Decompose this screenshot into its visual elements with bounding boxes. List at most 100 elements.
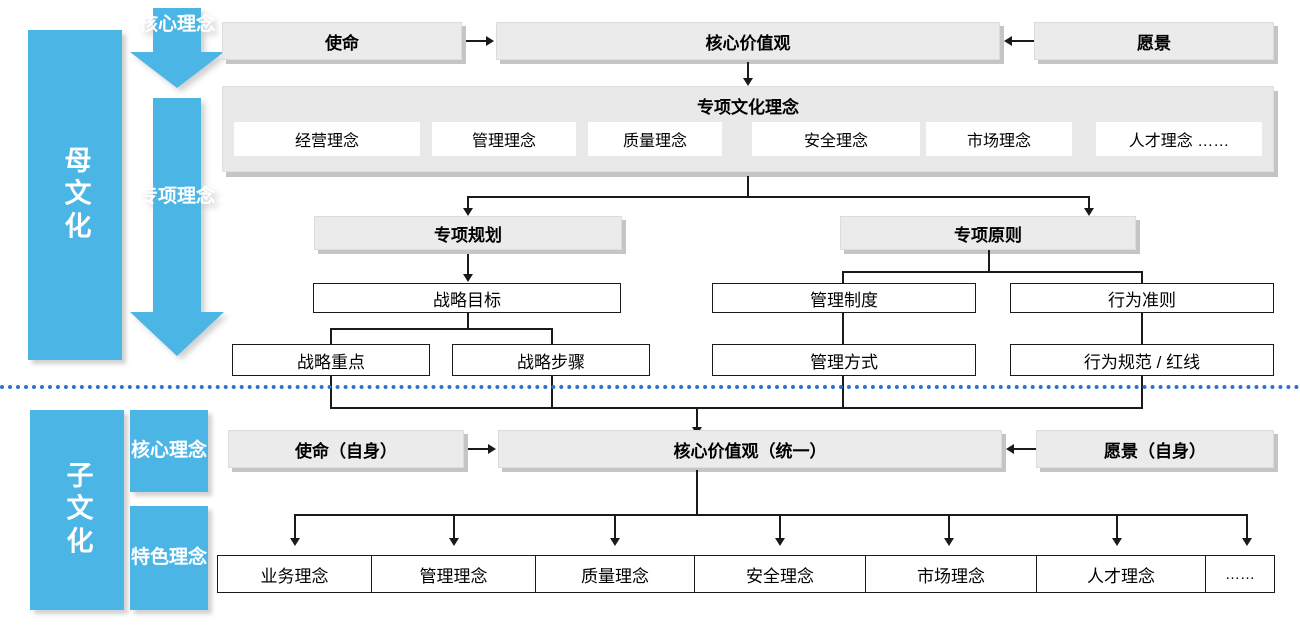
parent-mission-box[interactable]: 使命 — [222, 22, 462, 60]
principle-fork-left-drop — [842, 271, 844, 283]
sub-drop-3 — [779, 514, 781, 540]
behavior-guideline-box[interactable]: 行为准则 — [1010, 283, 1274, 313]
sub-item-3[interactable]: 安全理念 — [694, 555, 866, 593]
bridge-left-up — [330, 376, 332, 408]
arrow-left-icon — [1006, 444, 1014, 454]
sub-culture-band-label: 子文化 — [62, 460, 93, 560]
parent-culture-band: 母文化 — [28, 30, 122, 360]
special-item-1-label: 管理理念 — [471, 133, 536, 150]
sub-item-5[interactable]: 人才理念 — [1036, 555, 1206, 593]
special-item-3[interactable]: 安全理念 — [752, 122, 920, 156]
arrow-down-icon — [463, 208, 473, 216]
arrow-down-icon — [1084, 208, 1094, 216]
special-item-5[interactable]: 人才理念 …… — [1096, 122, 1262, 156]
sub-mission-box[interactable]: 使命（自身） — [228, 430, 464, 468]
arrow-right-icon — [486, 36, 494, 46]
parent-vision-box[interactable]: 愿景 — [1034, 22, 1274, 60]
sub-item-2-label: 质量理念 — [581, 566, 649, 586]
parent-core-values-box[interactable]: 核心价值观 — [496, 22, 1000, 60]
sub-culture-band: 子文化 — [30, 410, 124, 610]
special-item-1[interactable]: 管理理念 — [432, 122, 576, 156]
behavior-norm-label: 行为规范 / 红线 — [1083, 352, 1201, 372]
special-item-5-label: 人才理念 …… — [1128, 133, 1230, 150]
sub-feature-concept-chip: 特色理念 — [130, 506, 208, 610]
strategy-steps-label: 战略步骤 — [517, 352, 585, 372]
arrow-down-icon — [743, 78, 753, 86]
strategy-steps-box[interactable]: 战略步骤 — [452, 344, 650, 376]
core-concept-arrow-label: 核心理念 — [138, 14, 215, 35]
sub-item-6[interactable]: …… — [1205, 555, 1275, 593]
sub-core-concept-label: 核心理念 — [130, 440, 207, 462]
strategy-goal-box[interactable]: 战略目标 — [313, 283, 621, 313]
sub-item-4[interactable]: 市场理念 — [865, 555, 1037, 593]
sub-drop-6 — [1246, 514, 1248, 540]
principle-fork-right-drop — [1141, 271, 1143, 283]
arrow-down-icon — [449, 538, 459, 546]
sub-fork-stem — [696, 470, 698, 515]
behavior-norm-box[interactable]: 行为规范 / 红线 — [1010, 344, 1274, 376]
management-method-box[interactable]: 管理方式 — [712, 344, 976, 376]
core-to-special-line — [747, 62, 749, 80]
sub-fork-bar — [294, 514, 1246, 516]
arrow-down-icon — [463, 274, 473, 282]
special-item-2[interactable]: 质量理念 — [588, 122, 722, 156]
sub-item-0[interactable]: 业务理念 — [217, 555, 372, 593]
special-item-0[interactable]: 经营理念 — [234, 122, 420, 156]
management-system-label: 管理制度 — [810, 290, 878, 310]
special-item-4[interactable]: 市场理念 — [926, 122, 1072, 156]
sub-drop-4 — [948, 514, 950, 540]
parent-core-values-label: 核心价值观 — [705, 33, 791, 53]
sub-core-values-box[interactable]: 核心价值观（统一） — [498, 430, 1002, 468]
special-planning-box[interactable]: 专项规划 — [314, 216, 622, 250]
special-principle-label: 专项原则 — [954, 225, 1022, 245]
bridge-bar — [330, 407, 1143, 409]
special-concept-arrow-label: 专项理念 — [138, 186, 215, 207]
special-culture-title: 专项文化理念 — [697, 98, 799, 117]
arrow-down-icon — [610, 538, 620, 546]
management-system-drop — [842, 313, 844, 344]
core-concept-arrow: 核心理念 — [130, 8, 224, 88]
special-concept-arrow: 专项理念 — [130, 98, 224, 356]
sub-drop-0 — [294, 514, 296, 540]
arrow-down-icon — [130, 8, 224, 88]
behavior-guideline-label: 行为准则 — [1108, 290, 1176, 310]
arrow-left-icon — [1004, 36, 1012, 46]
arrow-down-icon — [775, 538, 785, 546]
goal-fork-right-drop — [551, 328, 553, 344]
culture-divider — [0, 385, 1300, 389]
sub-drop-1 — [453, 514, 455, 540]
sub-core-concept-chip: 核心理念 — [130, 410, 208, 492]
special-fork-stem — [747, 176, 749, 198]
bridge-to-sub-core — [696, 407, 698, 429]
sub-mission-label: 使命（自身） — [295, 441, 397, 461]
sub-item-1[interactable]: 管理理念 — [371, 555, 536, 593]
sub-item-3-label: 安全理念 — [746, 566, 814, 586]
special-fork-bar — [467, 196, 1089, 198]
arrow-down-icon — [1242, 538, 1252, 546]
special-principle-box[interactable]: 专项原则 — [840, 216, 1136, 250]
vision-to-core-line — [1010, 40, 1034, 42]
goal-fork-stem — [467, 313, 469, 329]
arrow-down-icon — [1112, 538, 1122, 546]
goal-fork-bar — [330, 328, 552, 330]
sub-item-6-label: …… — [1225, 565, 1255, 583]
sub-vision-box[interactable]: 愿景（自身） — [1036, 430, 1274, 468]
sub-core-values-label: 核心价值观（统一） — [673, 441, 827, 461]
special-fork-right-drop — [1088, 196, 1090, 210]
sub-vision-label: 愿景（自身） — [1104, 441, 1206, 461]
sub-feature-concept-label: 特色理念 — [130, 547, 207, 569]
sub-item-1-label: 管理理念 — [419, 566, 488, 586]
sub-item-4-label: 市场理念 — [917, 566, 985, 586]
planning-to-goal-line — [467, 254, 469, 276]
strategy-focus-box[interactable]: 战略重点 — [232, 344, 430, 376]
special-item-2-label: 质量理念 — [622, 133, 687, 150]
special-fork-left-drop — [467, 196, 469, 210]
principle-fork-stem — [988, 250, 990, 272]
bridge-mid-right-up — [842, 376, 844, 408]
sub-item-2[interactable]: 质量理念 — [535, 555, 695, 593]
special-item-0-label: 经营理念 — [294, 133, 359, 150]
sub-mission-to-core-line — [468, 448, 490, 450]
arrow-right-icon — [488, 444, 496, 454]
management-system-box[interactable]: 管理制度 — [712, 283, 976, 313]
